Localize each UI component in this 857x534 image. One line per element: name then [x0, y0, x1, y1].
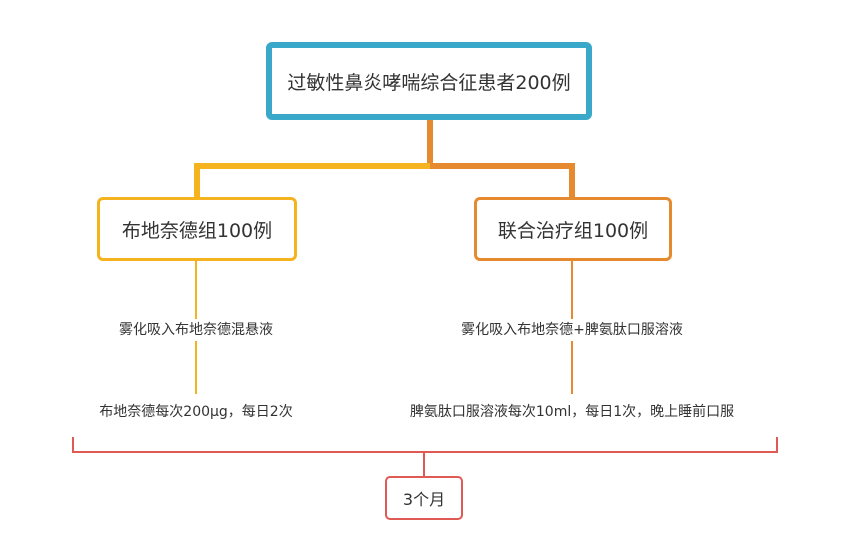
combination-dosage-label: 脾氨肽口服溶液每次10ml，每日1次，晚上睡前口服: [405, 401, 739, 423]
combination-group-node: 联合治疗组100例: [474, 197, 672, 261]
root-node: 过敏性鼻炎哮喘综合征患者200例: [266, 42, 592, 120]
root-node-label: 过敏性鼻炎哮喘综合征患者200例: [287, 71, 571, 94]
combination-group-label: 联合治疗组100例: [497, 219, 649, 242]
budesonide-group-label: 布地奈德组100例: [121, 219, 273, 242]
duration-label: 3个月: [402, 490, 446, 509]
left-branch-connector: [194, 163, 430, 197]
duration-node: 3个月: [385, 476, 463, 520]
right-branch-connector: [430, 163, 575, 197]
budesonide-dosage-label: 布地奈德每次200μg，每日2次: [95, 401, 297, 423]
budesonide-group-node: 布地奈德组100例: [97, 197, 297, 261]
budesonide-treatment-label: 雾化吸入布地奈德混悬液: [115, 319, 277, 341]
combination-treatment-label: 雾化吸入布地奈德+脾氨肽口服溶液: [457, 319, 687, 341]
bracket-connector: [72, 437, 778, 476]
